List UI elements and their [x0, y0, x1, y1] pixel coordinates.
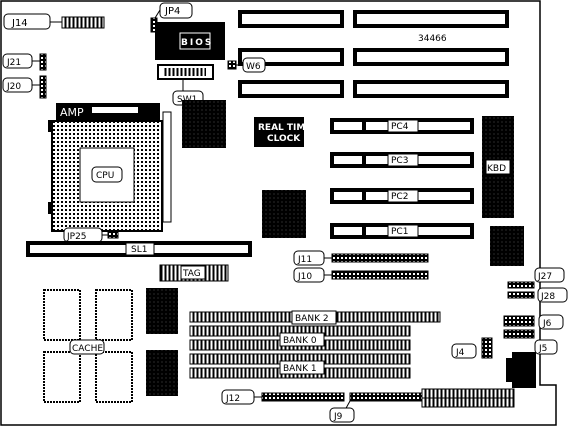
jp25-label: JP25 — [66, 232, 87, 242]
j27-label-box — [534, 267, 565, 283]
sl1-slot: SL1 — [26, 241, 252, 257]
chipset-chip — [262, 190, 306, 238]
w6-jumper: W6 — [227, 57, 266, 73]
io-connector-block — [421, 388, 515, 408]
bank2-label: BANK 2 — [295, 314, 329, 324]
j6-header: J6 — [503, 314, 564, 330]
j11-header: J11 — [293, 250, 429, 266]
j11-pins — [331, 253, 429, 263]
pc4-label: PC4 — [391, 122, 409, 132]
j10-label: J10 — [297, 272, 312, 282]
sl1-label: SL1 — [131, 245, 147, 255]
isa-slot — [353, 48, 509, 66]
bank1-label: BANK 1 — [283, 364, 317, 374]
j12-header: J12 — [221, 389, 345, 405]
tag-label: TAG — [182, 269, 201, 279]
jp4-jumper: JP4 — [150, 2, 193, 33]
cache-chip — [95, 351, 133, 403]
j5-pins — [503, 329, 535, 339]
j9-label-box — [329, 407, 355, 423]
cpu-socket: AMP CPU — [48, 103, 172, 232]
j28-label: J28 — [540, 292, 555, 302]
j9-label: J9 — [333, 412, 343, 422]
cache-label: CACHE — [72, 344, 103, 354]
w6-pins — [227, 60, 237, 70]
bios-label: BIOS — [181, 38, 213, 48]
pc2-label: PC2 — [391, 192, 408, 202]
j4-label: J4 — [455, 348, 465, 358]
j4-pins — [481, 337, 493, 359]
j11-label: J11 — [297, 255, 312, 265]
isa-slot — [238, 10, 344, 28]
amp-label: AMP — [60, 106, 84, 119]
cache-chip — [43, 289, 81, 341]
j28-pins — [507, 291, 535, 299]
j21-label: J21 — [6, 58, 21, 68]
j27-pins — [507, 281, 535, 289]
pc-slots: PC4 PC3 PC2 PC1 — [330, 118, 474, 239]
isa-slot — [238, 80, 344, 98]
j21-pins — [39, 53, 47, 71]
j10-header: J10 — [293, 267, 429, 283]
j5-connector: J5 — [503, 329, 558, 388]
j20-label: J20 — [6, 82, 21, 92]
j5-label-box — [534, 339, 558, 355]
j27-label: J27 — [537, 272, 552, 282]
j6-label-box — [538, 314, 564, 330]
j12-pins — [261, 392, 345, 402]
chipset-chip — [146, 350, 178, 396]
j28-header: J28 — [507, 287, 568, 303]
kbd-controller: KBD — [482, 116, 514, 218]
rtc-label-line2: CLOCK — [267, 134, 301, 144]
bank0-label: BANK 0 — [283, 336, 317, 346]
j9-pins — [349, 392, 423, 402]
w6-label: W6 — [246, 62, 261, 72]
chipset-chip — [182, 100, 226, 148]
j14-label: J14 — [11, 18, 28, 29]
jp4-label: JP4 — [164, 6, 180, 17]
chipset-chip — [146, 288, 178, 334]
j21-header: J21 — [2, 53, 47, 71]
kbd-label: KBD — [487, 164, 506, 174]
j5-label: J5 — [538, 344, 547, 354]
j6-label: J6 — [542, 319, 552, 329]
model-number: 34466 — [418, 34, 447, 44]
rtc-label-line1: REAL TIME — [258, 123, 312, 133]
j4-label-box — [451, 343, 477, 359]
j14-header: J14 — [3, 13, 105, 30]
pc3-label: PC3 — [391, 156, 408, 166]
isa-slot — [238, 48, 344, 66]
j10-pins — [331, 270, 429, 280]
cpu-label: CPU — [96, 171, 114, 181]
j28-label-box — [537, 287, 568, 303]
tag-ram: TAG — [159, 264, 229, 282]
jp25-pins — [107, 231, 119, 239]
j20-pins — [39, 75, 47, 99]
isa-slot — [353, 80, 509, 98]
cache-chip — [95, 289, 133, 341]
chipset-chip — [490, 226, 524, 266]
j14-pins — [61, 16, 105, 29]
simm-banks: BANK 2 BANK 0 BANK 1 — [189, 310, 441, 379]
real-time-clock: REAL TIME CLOCK — [254, 117, 312, 147]
j20-header: J20 — [2, 75, 47, 99]
cache-chip — [43, 351, 81, 403]
j12-label: J12 — [225, 394, 240, 404]
pc1-label: PC1 — [391, 227, 408, 237]
isa-slot — [353, 10, 509, 28]
j4-header: J4 — [451, 337, 493, 359]
j27-header: J27 — [507, 267, 565, 289]
w6-label-box — [242, 57, 266, 73]
cache-chips: CACHE — [43, 289, 133, 403]
j6-pins — [503, 315, 535, 327]
bios-chip: BIOS — [155, 22, 225, 60]
isa-slots — [238, 10, 509, 98]
